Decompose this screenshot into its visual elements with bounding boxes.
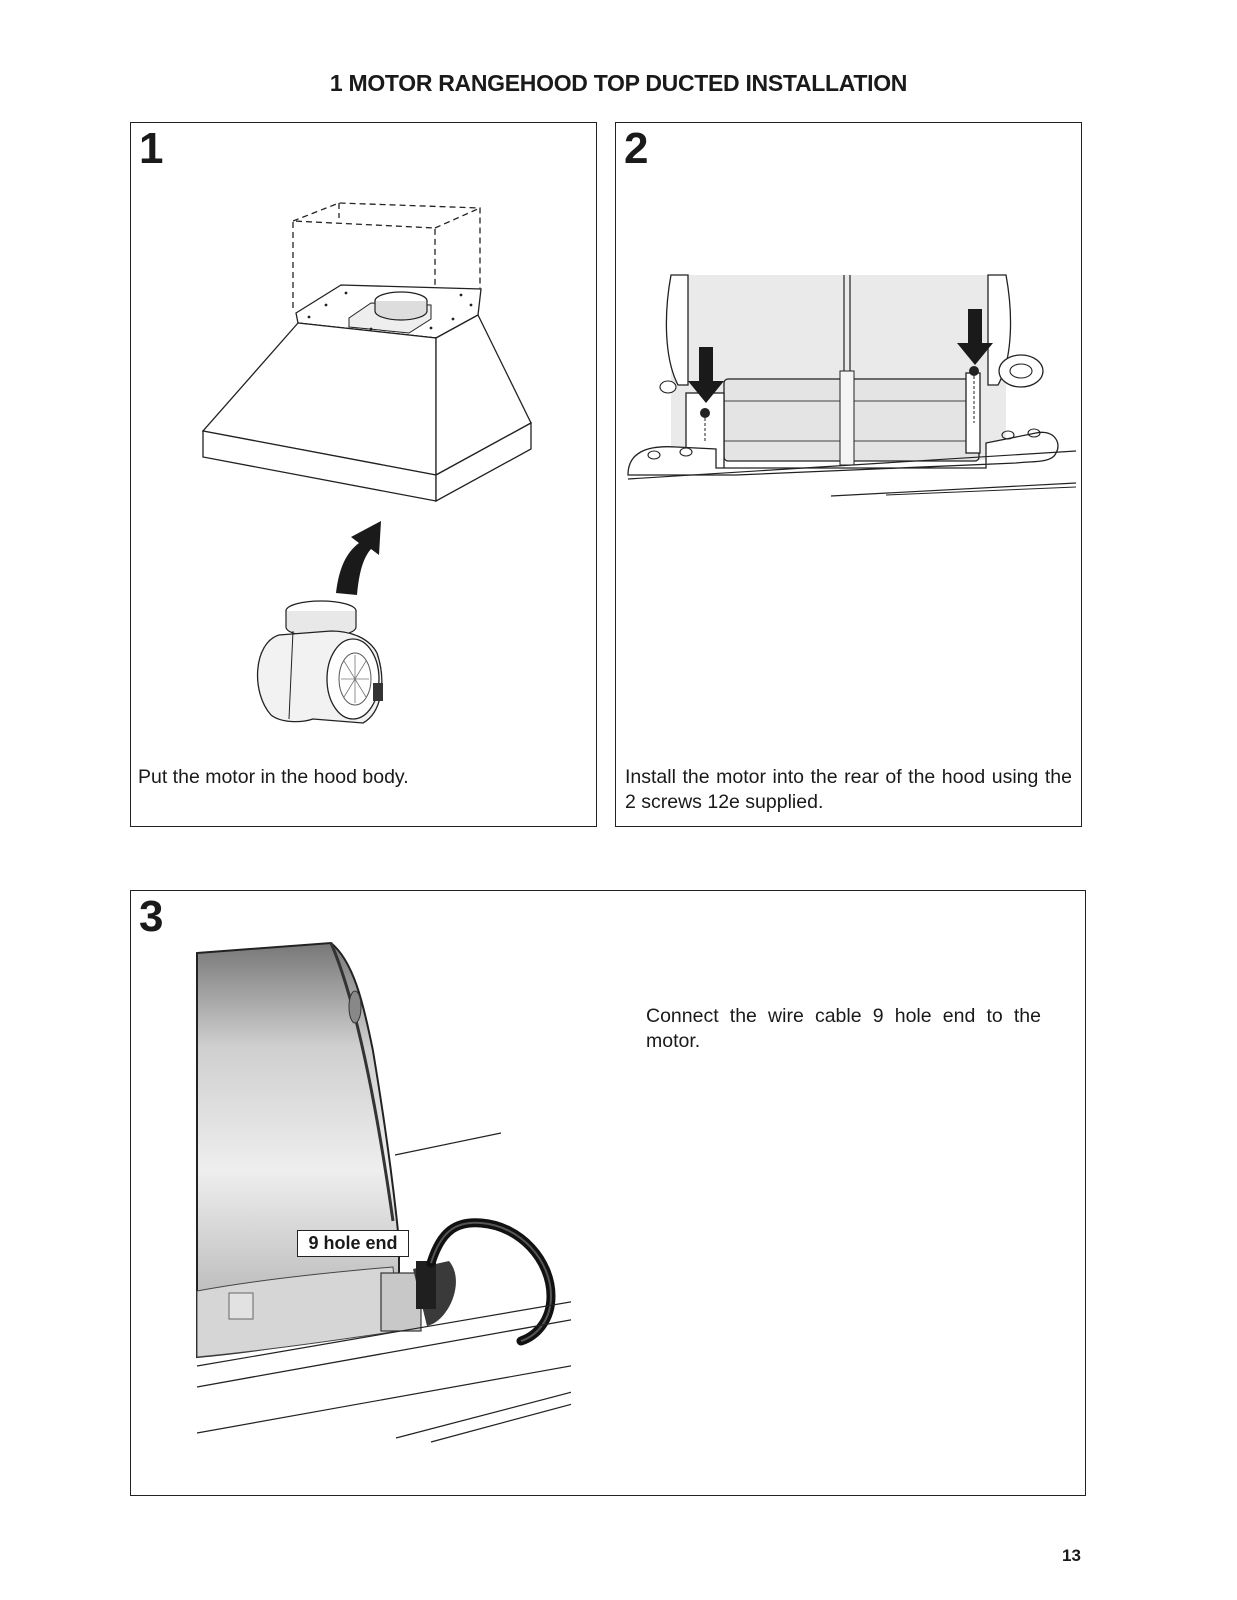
step-3-number: 3	[139, 892, 164, 941]
nine-hole-end-callout: 9 hole end	[297, 1230, 409, 1257]
page-number: 13	[1062, 1546, 1081, 1565]
step-1-caption: Put the motor in the hood body.	[138, 766, 409, 788]
page-title: 1 MOTOR RANGEHOOD TOP DUCTED INSTALLATIO…	[329, 70, 908, 96]
step-1-panel: 1	[130, 122, 597, 827]
wire-cable-connection-illustration	[196, 941, 571, 1443]
step-2-panel: 2 I	[615, 122, 1082, 827]
motor-mounting-illustration	[627, 274, 1077, 497]
hood-body-illustration	[201, 202, 532, 724]
step-3-panel: 3 9 hole end	[130, 890, 1086, 1496]
step-2-caption: Install the motor into the rear of the h…	[625, 766, 1072, 813]
step-2-number: 2	[624, 124, 649, 173]
step-3-caption: Connect the wire cable 9 hole end to the…	[646, 1005, 1041, 1052]
step-1-number: 1	[139, 124, 164, 173]
